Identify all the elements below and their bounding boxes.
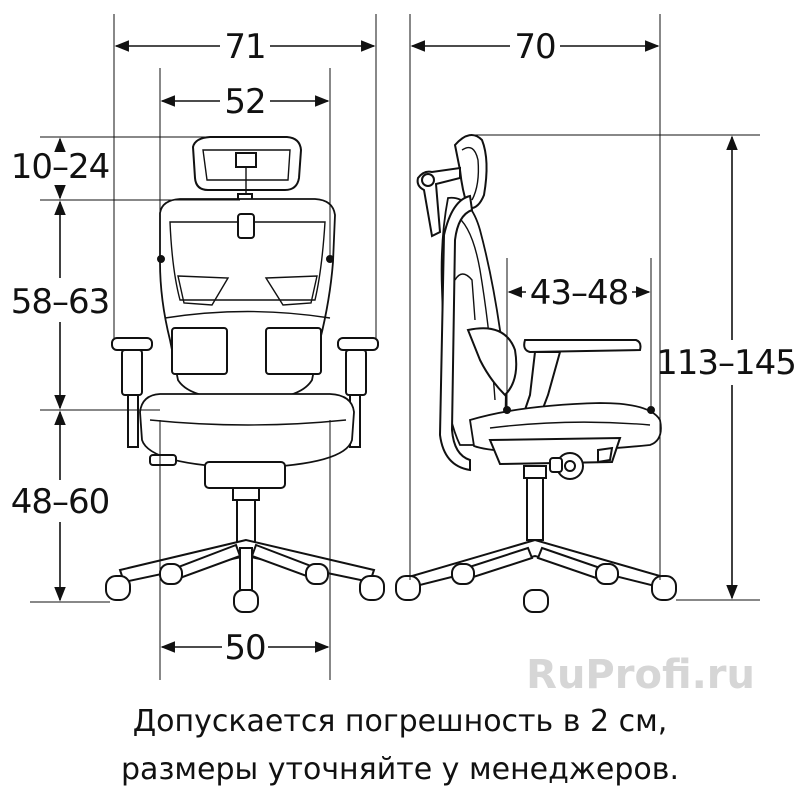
dim-seat-width: 50 <box>224 628 265 668</box>
dim-headrest-height: 10–24 <box>11 147 110 187</box>
dim-total-height: 113–145 <box>656 343 796 383</box>
disclaimer-line-1: Допускается погрешность в 2 см, <box>132 704 668 739</box>
front-dimensions: 71 52 10–24 58–63 48–60 50 <box>11 14 377 680</box>
side-view-chair <box>395 134 677 613</box>
dim-seat-height: 48–60 <box>11 482 110 522</box>
front-view-chair <box>105 136 385 613</box>
dim-front-total-width: 71 <box>224 27 265 67</box>
dim-back-height: 58–63 <box>11 282 110 322</box>
dim-seat-depth: 43–48 <box>530 273 629 313</box>
dim-side-depth: 70 <box>514 27 555 67</box>
watermark: RuProfi.ru <box>526 652 755 698</box>
disclaimer-line-2: размеры уточняйте у менеджеров. <box>121 752 679 787</box>
side-dimensions: 70 43–48 113–145 <box>409 14 797 601</box>
dim-front-back-width: 52 <box>224 82 265 122</box>
